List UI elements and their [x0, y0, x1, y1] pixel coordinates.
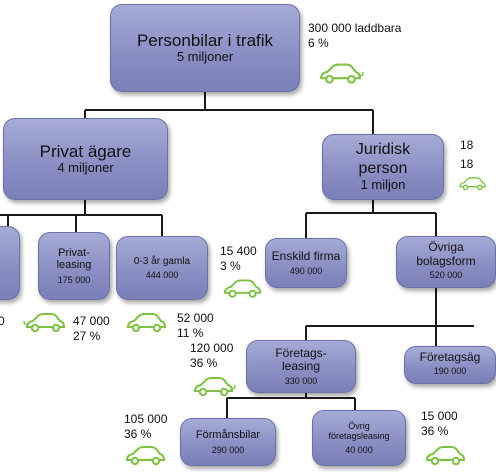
node-privat-agare: Privat ägare 4 miljoner	[3, 118, 168, 200]
annotation-privat-leasing: 47 000 27 %	[73, 314, 110, 344]
node-title: Juridisk person	[355, 141, 411, 177]
node-title: Personbilar i trafik	[136, 30, 274, 50]
electric-car-icon	[459, 177, 486, 191]
node-personbilar-i-trafik: Personbilar i trafik 5 miljoner	[110, 4, 300, 92]
node-0-3-ar-gamla: 0-3 år gamla 444 000	[116, 236, 208, 300]
annotation-foretagsleasing: 120 000 36 %	[190, 341, 233, 371]
annotation-percent: 11 %	[177, 326, 204, 340]
node-value: 520 000	[429, 269, 463, 280]
node-value: 444 000	[145, 270, 179, 281]
node-title: Företags-leasing	[275, 345, 327, 374]
node-title: Företagsäg	[419, 350, 481, 364]
annotation-ovrig-foretagsleasing: 15 000 36 %	[421, 409, 458, 439]
node-ovrig-foretagsleasing: Övrig företagsleasing 40 000	[312, 410, 406, 466]
annotation-percent: 6 %	[308, 36, 329, 50]
node-foretags-leasing: Företags-leasing 330 000	[246, 340, 356, 393]
annotation-left-edge: 0	[0, 314, 5, 329]
node-title: Övrig företagsleasing	[328, 420, 390, 442]
node-title: 0-3 år gamla	[133, 255, 191, 267]
electric-car-icon	[425, 446, 466, 466]
electric-car-icon	[23, 313, 66, 333]
electric-car-icon	[126, 313, 167, 333]
connector-lines	[0, 92, 474, 418]
annotation-count: 105 000	[124, 412, 168, 426]
annotation-percent: 36 %	[124, 427, 152, 441]
node-foretagsag: Företagsäg 190 000	[404, 346, 496, 384]
node-title: Förmånsbilar	[195, 429, 261, 441]
annotation-formansbilar: 105 000 36 %	[124, 412, 167, 442]
annotation-percent: 18	[460, 157, 474, 171]
node-value: 490 000	[289, 265, 323, 276]
annotation-count: 120 000	[190, 341, 234, 355]
electric-car-icon	[320, 63, 364, 84]
annotation-count: 47 000	[73, 314, 110, 328]
node-title: Privat-leasing	[56, 246, 92, 272]
annotation-percent: 36 %	[421, 424, 449, 438]
annotation-percent: 36 %	[190, 356, 218, 370]
node-value: 290 000	[211, 444, 245, 455]
electric-car-icon	[125, 446, 166, 466]
annotation-count: 300 000 laddbara	[308, 21, 402, 35]
node-value: 40 000	[345, 444, 373, 455]
annotation-percent: 27 %	[73, 329, 101, 343]
node-formansbilar: Förmånsbilar 290 000	[180, 418, 276, 466]
node-value: 1 miljon	[360, 176, 406, 192]
node-value: 175 000	[57, 274, 91, 285]
annotation-0-3-ar-top: 15 400 3 %	[220, 244, 257, 274]
node-value: 5 miljoner	[176, 49, 234, 65]
electric-car-icon	[193, 377, 236, 397]
annotation-count: 15 000	[421, 409, 458, 423]
annotation-count: 18	[460, 138, 474, 152]
annotation-root: 300 000 laddbara 6 %	[308, 21, 401, 51]
node-title: Privat ägare	[39, 141, 132, 161]
diagram: Personbilar i trafik 5 miljoner Privat ä…	[0, 4, 496, 466]
annotation-count: 0	[0, 314, 5, 328]
node-value: 330 000	[284, 376, 318, 387]
node-ovriga-bolagsform: Övriga bolagsform 520 000	[396, 236, 496, 288]
annotation-juridisk: 18 18	[460, 138, 473, 172]
node-partial-left	[0, 226, 20, 300]
node-value: 190 000	[433, 365, 467, 376]
annotation-count: 15 400	[220, 244, 257, 258]
node-title: Enskild firma	[271, 248, 341, 263]
electric-car-icon	[223, 279, 262, 298]
node-privat-leasing: Privat-leasing 175 000	[38, 232, 110, 300]
node-juridisk-person: Juridisk person 1 miljon	[322, 134, 444, 200]
annotation-0-3-ar-bottom: 52 000 11 %	[177, 311, 214, 341]
annotation-percent: 3 %	[220, 259, 241, 273]
node-enskild-firma: Enskild firma 490 000	[265, 238, 347, 288]
node-value: 4 miljoner	[57, 160, 114, 176]
node-title: Övriga bolagsform	[416, 240, 476, 268]
annotation-count: 52 000	[177, 311, 214, 325]
